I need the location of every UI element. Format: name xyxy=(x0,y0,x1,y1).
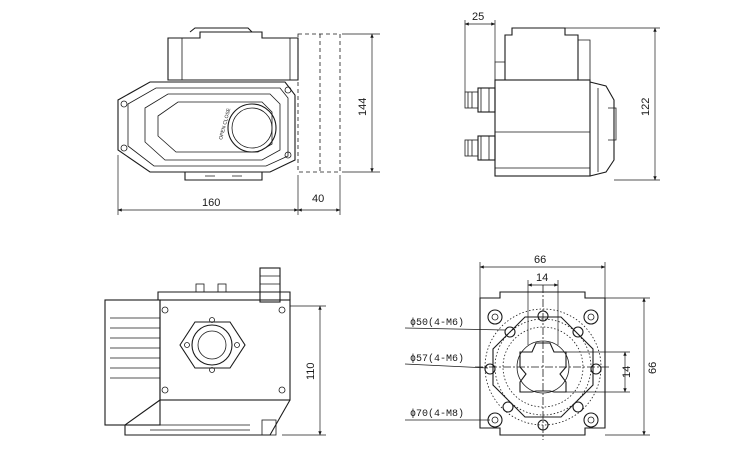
flange-dim-square-v: 14 xyxy=(621,366,633,378)
top-main-body xyxy=(159,299,291,401)
front-top-cap xyxy=(189,27,253,33)
top-view: 110 xyxy=(104,267,326,436)
front-dial-inner xyxy=(231,107,273,149)
top-lower-housing xyxy=(124,399,291,436)
side-main-body xyxy=(494,79,591,177)
front-cover-clearance xyxy=(297,33,341,173)
side-dim-height: 122 xyxy=(640,98,652,116)
top-cable-gland xyxy=(259,267,281,303)
side-top-housing xyxy=(504,27,579,81)
flange-dim-height: 66 xyxy=(647,362,659,374)
top-window-screws xyxy=(184,317,240,373)
top-lower-lines xyxy=(150,424,250,431)
top-studs xyxy=(195,283,227,293)
side-body-lines xyxy=(495,131,590,169)
flange-inner-boss xyxy=(492,316,594,418)
side-view: 25 122 xyxy=(464,11,660,181)
front-dim-cover: 40 xyxy=(312,193,324,205)
top-window-frame xyxy=(179,321,246,369)
front-dim-height: 144 xyxy=(357,98,369,116)
flange-pcd50-label: ϕ50(4-M6) xyxy=(410,317,464,329)
top-window-outer xyxy=(191,324,233,366)
front-main-body xyxy=(117,81,296,173)
front-view: OPEN CLOSE 160 40 144 xyxy=(117,27,380,215)
side-cable-gland-lower xyxy=(464,135,496,161)
side-housing-steps xyxy=(494,39,591,80)
front-recess-inner xyxy=(157,101,273,153)
front-housing-ribs xyxy=(181,38,291,80)
top-window-inner xyxy=(197,330,227,360)
front-bottom-foot xyxy=(184,172,263,181)
flange-dim-width: 66 xyxy=(534,254,546,266)
front-dim-width: 160 xyxy=(202,197,220,209)
side-cable-gland-upper xyxy=(464,87,496,113)
top-cooling-fins xyxy=(110,317,160,379)
side-dim-offset: 25 xyxy=(472,11,484,23)
front-corner-screws xyxy=(120,86,292,159)
flange-pcd70-label: ϕ70(4-M8) xyxy=(410,408,464,420)
flange-pcd57-label: ϕ57(4-M6) xyxy=(410,353,464,365)
top-lower-boss xyxy=(261,419,277,436)
top-dim-height: 110 xyxy=(305,362,317,380)
flange-plate xyxy=(479,291,606,436)
flange-dim-square-h: 14 xyxy=(536,272,548,284)
front-dial-text: OPEN CLOSE xyxy=(218,107,232,141)
flange-holes-pcd50 xyxy=(502,326,584,413)
top-upper-flange xyxy=(157,291,291,300)
side-cover xyxy=(589,81,615,177)
flange-view: 66 14 14 66 ϕ50(4-M6) ϕ57(4-M6) ϕ70(4-M8… xyxy=(404,254,659,440)
front-dial-outer xyxy=(227,103,277,153)
top-corner-screws xyxy=(161,306,286,394)
front-top-housing xyxy=(167,31,299,81)
front-recess-outline xyxy=(144,93,281,161)
front-body-inner-outline xyxy=(127,87,289,167)
side-cover-detail xyxy=(597,88,617,172)
